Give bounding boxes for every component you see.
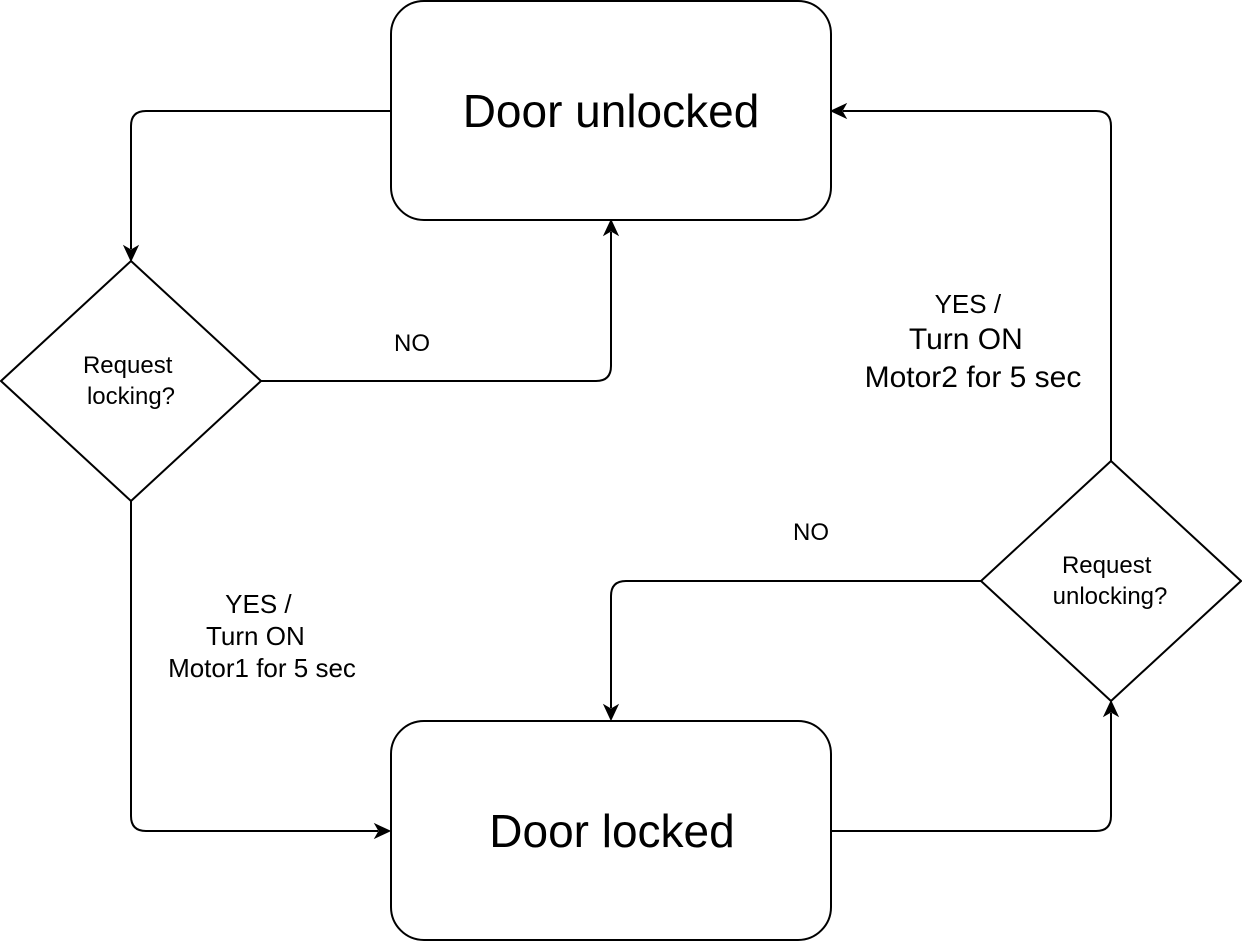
- edge-label-lock-no: NO: [394, 330, 430, 357]
- connector-unlock-yes: [843, 110, 1112, 461]
- decision-request-unlocking-line-1: Request: [1062, 552, 1152, 579]
- edge-label-lock-yes: YES / Turn ON Motor1 for 5 sec: [168, 589, 356, 683]
- edge-label-unlock-yes-line-1: YES /: [935, 289, 1002, 319]
- edge-label-unlock-yes-line-2: Turn ON: [909, 323, 1023, 356]
- edge-label-unlock-yes-line-3: Motor2 for 5 sec: [865, 361, 1082, 394]
- decision-request-locking-line-1: Request: [83, 352, 173, 379]
- connector-unlock-no: [610, 580, 981, 708]
- edge-label-lock-yes-line-1: YES /: [225, 589, 292, 619]
- connector-locked-to-unlock-request: [831, 713, 1112, 832]
- state-door-locked-label: Door locked: [489, 805, 734, 857]
- arrowhead-up-icon: [1102, 699, 1120, 718]
- decision-request-unlocking-line-2: unlocking?: [1053, 583, 1168, 610]
- arrowhead-down-icon: [122, 244, 140, 263]
- arrowhead-left-icon: [829, 102, 848, 120]
- connector-lock-yes: [130, 501, 378, 832]
- edge-label-lock-yes-line-2: Turn ON: [206, 621, 305, 651]
- state-door-unlocked-label: Door unlocked: [463, 85, 760, 137]
- decision-request-locking: Request locking?: [0, 259, 263, 503]
- edge-label-unlock-no: NO: [793, 519, 829, 546]
- connectors: [122, 102, 1120, 840]
- arrowhead-right-icon: [373, 822, 392, 840]
- arrowhead-down-icon: [602, 703, 620, 722]
- connector-unlocked-to-lock-request: [130, 110, 390, 249]
- connector-lock-no: [261, 232, 612, 382]
- arrowhead-up-icon: [602, 218, 620, 237]
- state-door-unlocked: Door unlocked: [390, 0, 832, 221]
- state-door-locked: Door locked: [390, 720, 832, 941]
- edge-label-lock-yes-line-3: Motor1 for 5 sec: [168, 653, 356, 683]
- decision-request-unlocking-label: Request unlocking?: [1053, 552, 1168, 610]
- decision-request-locking-label: Request locking?: [83, 352, 179, 410]
- edge-label-unlock-yes: YES / Turn ON Motor2 for 5 sec: [865, 287, 1082, 394]
- decision-request-unlocking: Request unlocking?: [979, 459, 1242, 703]
- decision-request-locking-line-2: locking?: [87, 383, 175, 410]
